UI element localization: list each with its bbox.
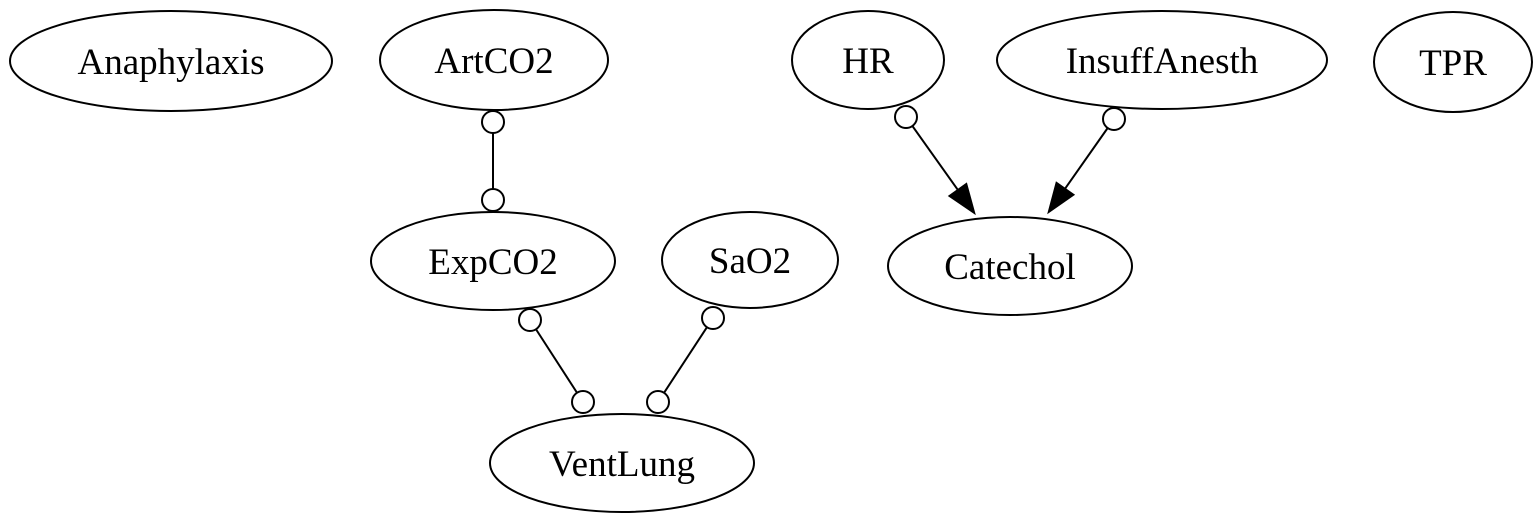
edge-line (911, 125, 960, 192)
node-insuffanesth: InsuffAnesth (996, 10, 1328, 110)
node-ellipse (996, 10, 1328, 110)
node-label: Anaphylaxis (77, 42, 264, 83)
edge-line (1063, 127, 1109, 191)
edge-circle-endpoint (1102, 107, 1126, 131)
node-sao2: SaO2 (661, 211, 839, 309)
edge-hr-catechol (894, 105, 976, 216)
edge-arrowhead-icon (1047, 181, 1076, 215)
node-label: VentLung (549, 444, 695, 485)
node-label: TPR (1419, 43, 1487, 84)
node-label: HR (842, 41, 894, 82)
edge-artco2-expco2 (481, 110, 505, 212)
node-label: SaO2 (709, 241, 791, 282)
edge-expco2-ventlung (518, 308, 595, 414)
node-expco2: ExpCO2 (370, 211, 616, 311)
edge-line (663, 326, 708, 394)
edge-circle-endpoint (646, 390, 670, 414)
node-label: InsuffAnesth (1066, 41, 1259, 82)
node-ellipse (1373, 11, 1533, 113)
edge-circle-endpoint (481, 188, 505, 212)
node-ellipse (661, 211, 839, 309)
node-ellipse (379, 9, 609, 111)
node-ellipse (887, 216, 1133, 316)
edge-circle-endpoint (571, 390, 595, 414)
node-ellipse (9, 10, 333, 112)
node-artco2: ArtCO2 (379, 9, 609, 111)
node-label: ExpCO2 (428, 242, 558, 283)
edge-insuffanesth-catechol (1047, 107, 1126, 215)
node-label: Catechol (944, 247, 1076, 288)
node-label: ArtCO2 (434, 41, 553, 82)
edge-sao2-ventlung (646, 306, 725, 414)
edge-circle-endpoint (518, 308, 542, 332)
edge-circle-endpoint (894, 105, 918, 129)
node-tpr: TPR (1373, 11, 1533, 113)
node-anaphylaxis: Anaphylaxis (9, 10, 333, 112)
edge-arrowhead-icon (947, 182, 976, 216)
edge-circle-endpoint (701, 306, 725, 330)
node-ventlung: VentLung (489, 413, 755, 513)
edge-line (535, 328, 578, 394)
edge-circle-endpoint (481, 110, 505, 134)
node-ellipse (489, 413, 755, 513)
node-catechol: Catechol (887, 216, 1133, 316)
node-ellipse (791, 10, 945, 110)
node-hr: HR (791, 10, 945, 110)
